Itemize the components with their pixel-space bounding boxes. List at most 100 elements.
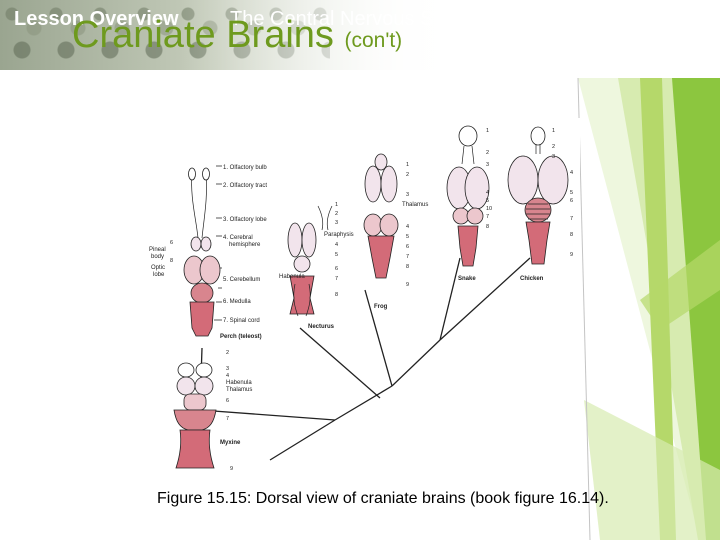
frog-num-1: 1 xyxy=(406,162,409,168)
myxine-diencephalon xyxy=(183,393,207,411)
necturus-hemisphere-right xyxy=(301,222,317,258)
frog-num-2: 2 xyxy=(406,172,409,178)
perch-olfactory-bulb-right xyxy=(202,167,210,181)
myxine-num-6: 6 xyxy=(226,398,229,404)
chicken-num-9: 9 xyxy=(570,252,573,258)
frog-num-8: 8 xyxy=(406,264,409,270)
perch-label-body: body xyxy=(151,254,164,260)
snake-num-10: 10 xyxy=(486,206,492,212)
frog-num-4: 4 xyxy=(406,224,409,230)
myxine-num-4: 4 xyxy=(226,373,229,379)
frog-label-thalamus: Thalamus xyxy=(402,202,428,208)
deco-wedge-dark xyxy=(672,78,720,540)
snake-name: Snake xyxy=(458,276,476,282)
chicken-num-8: 8 xyxy=(570,232,573,238)
snake-num-2: 2 xyxy=(486,150,489,156)
brain-snake: 1 2 3 4 5 10 7 8 Snake xyxy=(446,125,492,282)
frog-num-3: 3 xyxy=(406,192,409,198)
frog-olfactory-tract xyxy=(317,205,333,231)
tree-branch-amniote xyxy=(391,339,441,387)
snake-num-4: 4 xyxy=(486,190,489,196)
perch-label-cerebellum: 5. Cerebellum xyxy=(223,277,260,283)
subject-label: The Central Nervous System xyxy=(230,8,487,30)
tree-branch-frog xyxy=(364,289,393,387)
myxine-label-habenula: Habenula xyxy=(226,380,252,386)
myxine-hemisphere-right xyxy=(194,376,214,396)
slide-title-suffix: (con't) xyxy=(344,29,403,52)
necturus-name: Necturus xyxy=(308,324,335,330)
tree-branch-necturus xyxy=(299,327,381,399)
perch-label-olfactory-lobe: 3. Olfactory lobe xyxy=(223,217,267,223)
perch-num-6: 6 xyxy=(170,240,173,246)
tree-branch-tetrapod xyxy=(334,385,393,421)
snake-medulla xyxy=(457,225,479,267)
frog-medulla xyxy=(367,235,395,279)
myxine-name: Myxine xyxy=(220,440,241,446)
tree-branch-root xyxy=(269,419,336,461)
tree-branch-chicken xyxy=(439,257,531,341)
perch-cerebellum xyxy=(190,282,214,304)
necturus-hemisphere-left xyxy=(287,222,303,258)
perch-label-olfactory-bulb: 1. Olfactory bulb xyxy=(223,165,267,171)
deco-wedge-right-stripe xyxy=(640,240,720,330)
chicken-cerebellum xyxy=(524,197,552,223)
necturus-num-4: 4 xyxy=(335,242,338,248)
necturus-num-3: 3 xyxy=(335,220,338,226)
snake-num-7: 7 xyxy=(486,214,489,220)
chicken-name: Chicken xyxy=(520,276,544,282)
deco-rule xyxy=(577,77,591,540)
necturus-num-7: 7 xyxy=(335,276,338,282)
chicken-num-6: 6 xyxy=(570,198,573,204)
myxine-label-thalamus: Thalamus xyxy=(226,387,252,393)
chicken-olfactory-bulb xyxy=(530,126,546,146)
chicken-num-3: 3 xyxy=(552,154,555,160)
brain-perch: 1. Olfactory bulb 2. Olfactory tract 3. … xyxy=(149,165,267,340)
perch-label-cerebral: 4. Cerebral xyxy=(223,235,253,241)
myxine-num-7: 7 xyxy=(226,416,229,422)
tree-branch-gnathostome xyxy=(199,409,336,421)
perch-label-olfactory-tract: 2. Olfactory tract xyxy=(223,183,267,189)
necturus-label-habenula: Habenula xyxy=(279,274,305,280)
frog-num-6: 6 xyxy=(406,244,409,250)
perch-label-optic: Optic xyxy=(151,265,165,271)
brain-chicken: 1 2 3 4 5 6 7 8 9 Chicken xyxy=(507,126,573,282)
necturus-num-6: 6 xyxy=(335,266,338,272)
chicken-cerebellum-folds xyxy=(526,203,550,220)
snake-optic-lobe-right xyxy=(466,207,484,225)
frog-num-9: 9 xyxy=(406,282,409,288)
snake-olfactory-bulb xyxy=(458,125,478,147)
chicken-num-7: 7 xyxy=(570,216,573,222)
frog-name: Frog xyxy=(374,304,388,310)
perch-cerebral-hemisphere-right xyxy=(200,236,212,252)
frog-olfactory-lobe xyxy=(374,153,388,171)
lesson-overview-label: Lesson Overview xyxy=(14,8,179,30)
necturus-num-8: 8 xyxy=(335,292,338,298)
deco-wedge-bottom xyxy=(584,400,720,540)
chicken-num-2: 2 xyxy=(552,144,555,150)
frog-num-5: 5 xyxy=(406,234,409,240)
figure-caption: Figure 15.15: Dorsal view of craniate br… xyxy=(157,490,609,507)
chicken-olfactory-tract xyxy=(535,144,541,154)
perch-optic-lobe-right xyxy=(199,255,221,285)
brain-frog: Thalamus 1 2 3 4 5 6 7 8 9 Frog xyxy=(317,153,428,310)
perch-cerebral-hemisphere-left xyxy=(190,236,202,252)
chicken-num-5: 5 xyxy=(570,190,573,196)
snake-num-5: 5 xyxy=(486,198,489,204)
necturus-midbrain xyxy=(293,255,311,273)
myxine-num-3: 3 xyxy=(226,366,229,372)
perch-label-hemisphere: hemisphere xyxy=(229,242,261,248)
perch-num-8: 8 xyxy=(170,258,173,264)
brain-necturus: Paraphysis Habenula 1 2 3 4 5 6 7 8 Nect… xyxy=(279,202,354,330)
perch-label-medulla: 6. Medulla xyxy=(223,299,251,305)
snake-num-1: 1 xyxy=(486,128,489,134)
chicken-hemisphere-right xyxy=(537,155,569,205)
myxine-num-9: 9 xyxy=(230,466,233,472)
perch-olfactory-bulb-left xyxy=(188,167,196,181)
slide-title-main: Craniate Brains xyxy=(72,14,334,56)
perch-label-spinal-cord: 7. Spinal cord xyxy=(223,318,260,324)
header-banner: Lesson Overview The Central Nervous Syst… xyxy=(0,0,720,70)
myxine-medulla xyxy=(175,429,215,469)
tree-branch-snake xyxy=(439,257,461,341)
necturus-num-2: 2 xyxy=(335,211,338,217)
chicken-hemisphere-left xyxy=(507,155,539,205)
